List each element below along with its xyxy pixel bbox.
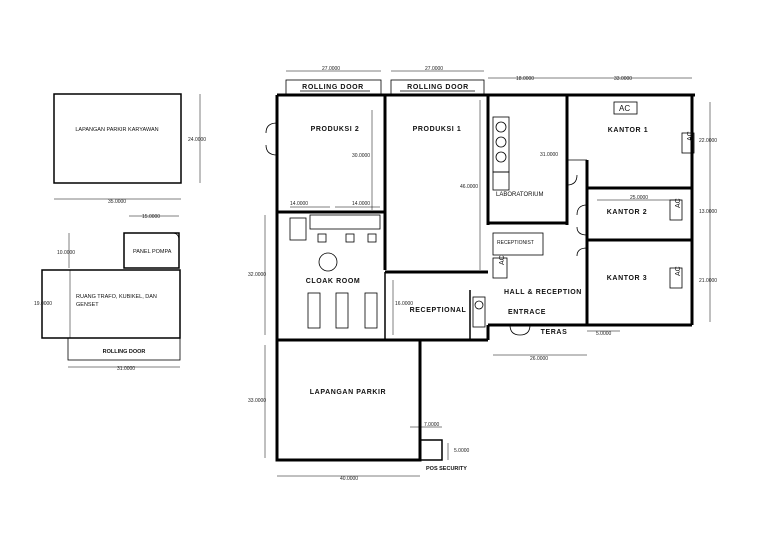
rolling-door-annex-label: ROLLING DOOR [103, 349, 146, 355]
dim-33b: 33.0000 [248, 398, 266, 404]
door-swings [265, 122, 588, 336]
dim-31b: 31.0000 [540, 152, 558, 158]
dim-13: 13.0000 [699, 209, 717, 215]
cloak-room-label: CLOAK ROOM [306, 278, 361, 285]
dim-14a: 14.0000 [290, 201, 308, 207]
dim-31: 31.0000 [117, 366, 135, 372]
dim-33a: 33.0000 [614, 76, 632, 82]
dim-30: 30.0000 [352, 153, 370, 159]
produksi-2-label: PRODUKSI 2 [311, 126, 360, 133]
dim-10: 10.0000 [57, 250, 75, 256]
ac-kantor2-label: AC [675, 198, 682, 208]
receptionist-label: RECEPTIONIST [497, 240, 534, 246]
lab-equipment [492, 116, 510, 191]
dim-19: 19.0000 [34, 301, 52, 307]
ac-kantor1-label: AC [619, 104, 630, 113]
parking-lot: LAPANGAN PARKIR POS SECURITY [275, 338, 467, 472]
employee-parking-label: LAPANGAN PARKIR KARYAWAN [75, 127, 158, 133]
dim-32: 32.0000 [248, 272, 266, 278]
dim-40: 40.0000 [340, 476, 358, 482]
dim-18: 18.0000 [516, 76, 534, 82]
dimension-lines: 27.0000 27.0000 18.0000 33.0000 22.0000 … [248, 66, 717, 482]
dim-27a: 27.0000 [322, 66, 340, 72]
dim-21: 21.0000 [699, 278, 717, 284]
pos-security-label: POS SECURITY [426, 466, 467, 472]
dim-24: 24.0000 [188, 137, 206, 143]
dim-35: 35.0000 [108, 199, 126, 205]
dim-16: 16.0000 [395, 301, 413, 307]
ac-units: AC AC AC AC [613, 101, 695, 289]
dim-14b: 14.0000 [352, 201, 370, 207]
ac-kantor3-label: AC [675, 266, 682, 276]
room-labels: ROLLING DOOR ROLLING DOOR PRODUKSI 2 PRO… [302, 84, 648, 336]
pump-panel: PANEL POMPA 15.0000 10.0000 [57, 214, 180, 269]
parking-lot-label: LAPANGAN PARKIR [310, 389, 386, 396]
kantor-3-label: KANTOR 3 [607, 275, 647, 282]
transformer-room: RUANG TRAFO, KUBIKEL, DAN GENSET 19.0000… [34, 269, 181, 372]
entrace-label: ENTRACE [508, 309, 546, 316]
cloak-room-fixtures [289, 214, 381, 329]
dim-7: 7.0000 [424, 422, 440, 428]
ac-hall-label: AC [499, 255, 506, 265]
dim-5b: 5.0000 [454, 448, 470, 454]
transformer-label-1: RUANG TRAFO, KUBIKEL, DAN [76, 294, 157, 300]
dim-15: 15.0000 [142, 214, 160, 220]
pump-panel-label: PANEL POMPA [133, 249, 172, 255]
dim-5a: 5.0000 [596, 331, 612, 337]
dim-27b: 27.0000 [425, 66, 443, 72]
dim-25: 25.0000 [630, 195, 648, 201]
produksi-1-label: PRODUKSI 1 [413, 126, 462, 133]
teras-label: TERAS [541, 329, 568, 336]
receptionist-counter: RECEPTIONIST AC [492, 232, 544, 279]
kantor-1-label: KANTOR 1 [608, 127, 648, 134]
transformer-label-2: GENSET [76, 302, 99, 308]
rolling-door-1-label: ROLLING DOOR [302, 84, 364, 91]
rolling-door-2-label: ROLLING DOOR [407, 84, 469, 91]
laboratorium-label: LABORATORIUM [496, 192, 543, 198]
kantor-2-label: KANTOR 2 [607, 209, 647, 216]
receptional-label: RECEPTIONAL [410, 307, 467, 314]
receptional-fixtures [472, 296, 486, 328]
ac-kantor1-side-label: AC [687, 131, 694, 141]
hall-label: HALL & RECEPTION [504, 289, 582, 296]
dim-22: 22.0000 [699, 138, 717, 144]
dim-46: 46.0000 [460, 184, 478, 190]
employee-parking: LAPANGAN PARKIR KARYAWAN 24.0000 35.0000 [53, 93, 206, 205]
dim-26: 26.0000 [530, 356, 548, 362]
